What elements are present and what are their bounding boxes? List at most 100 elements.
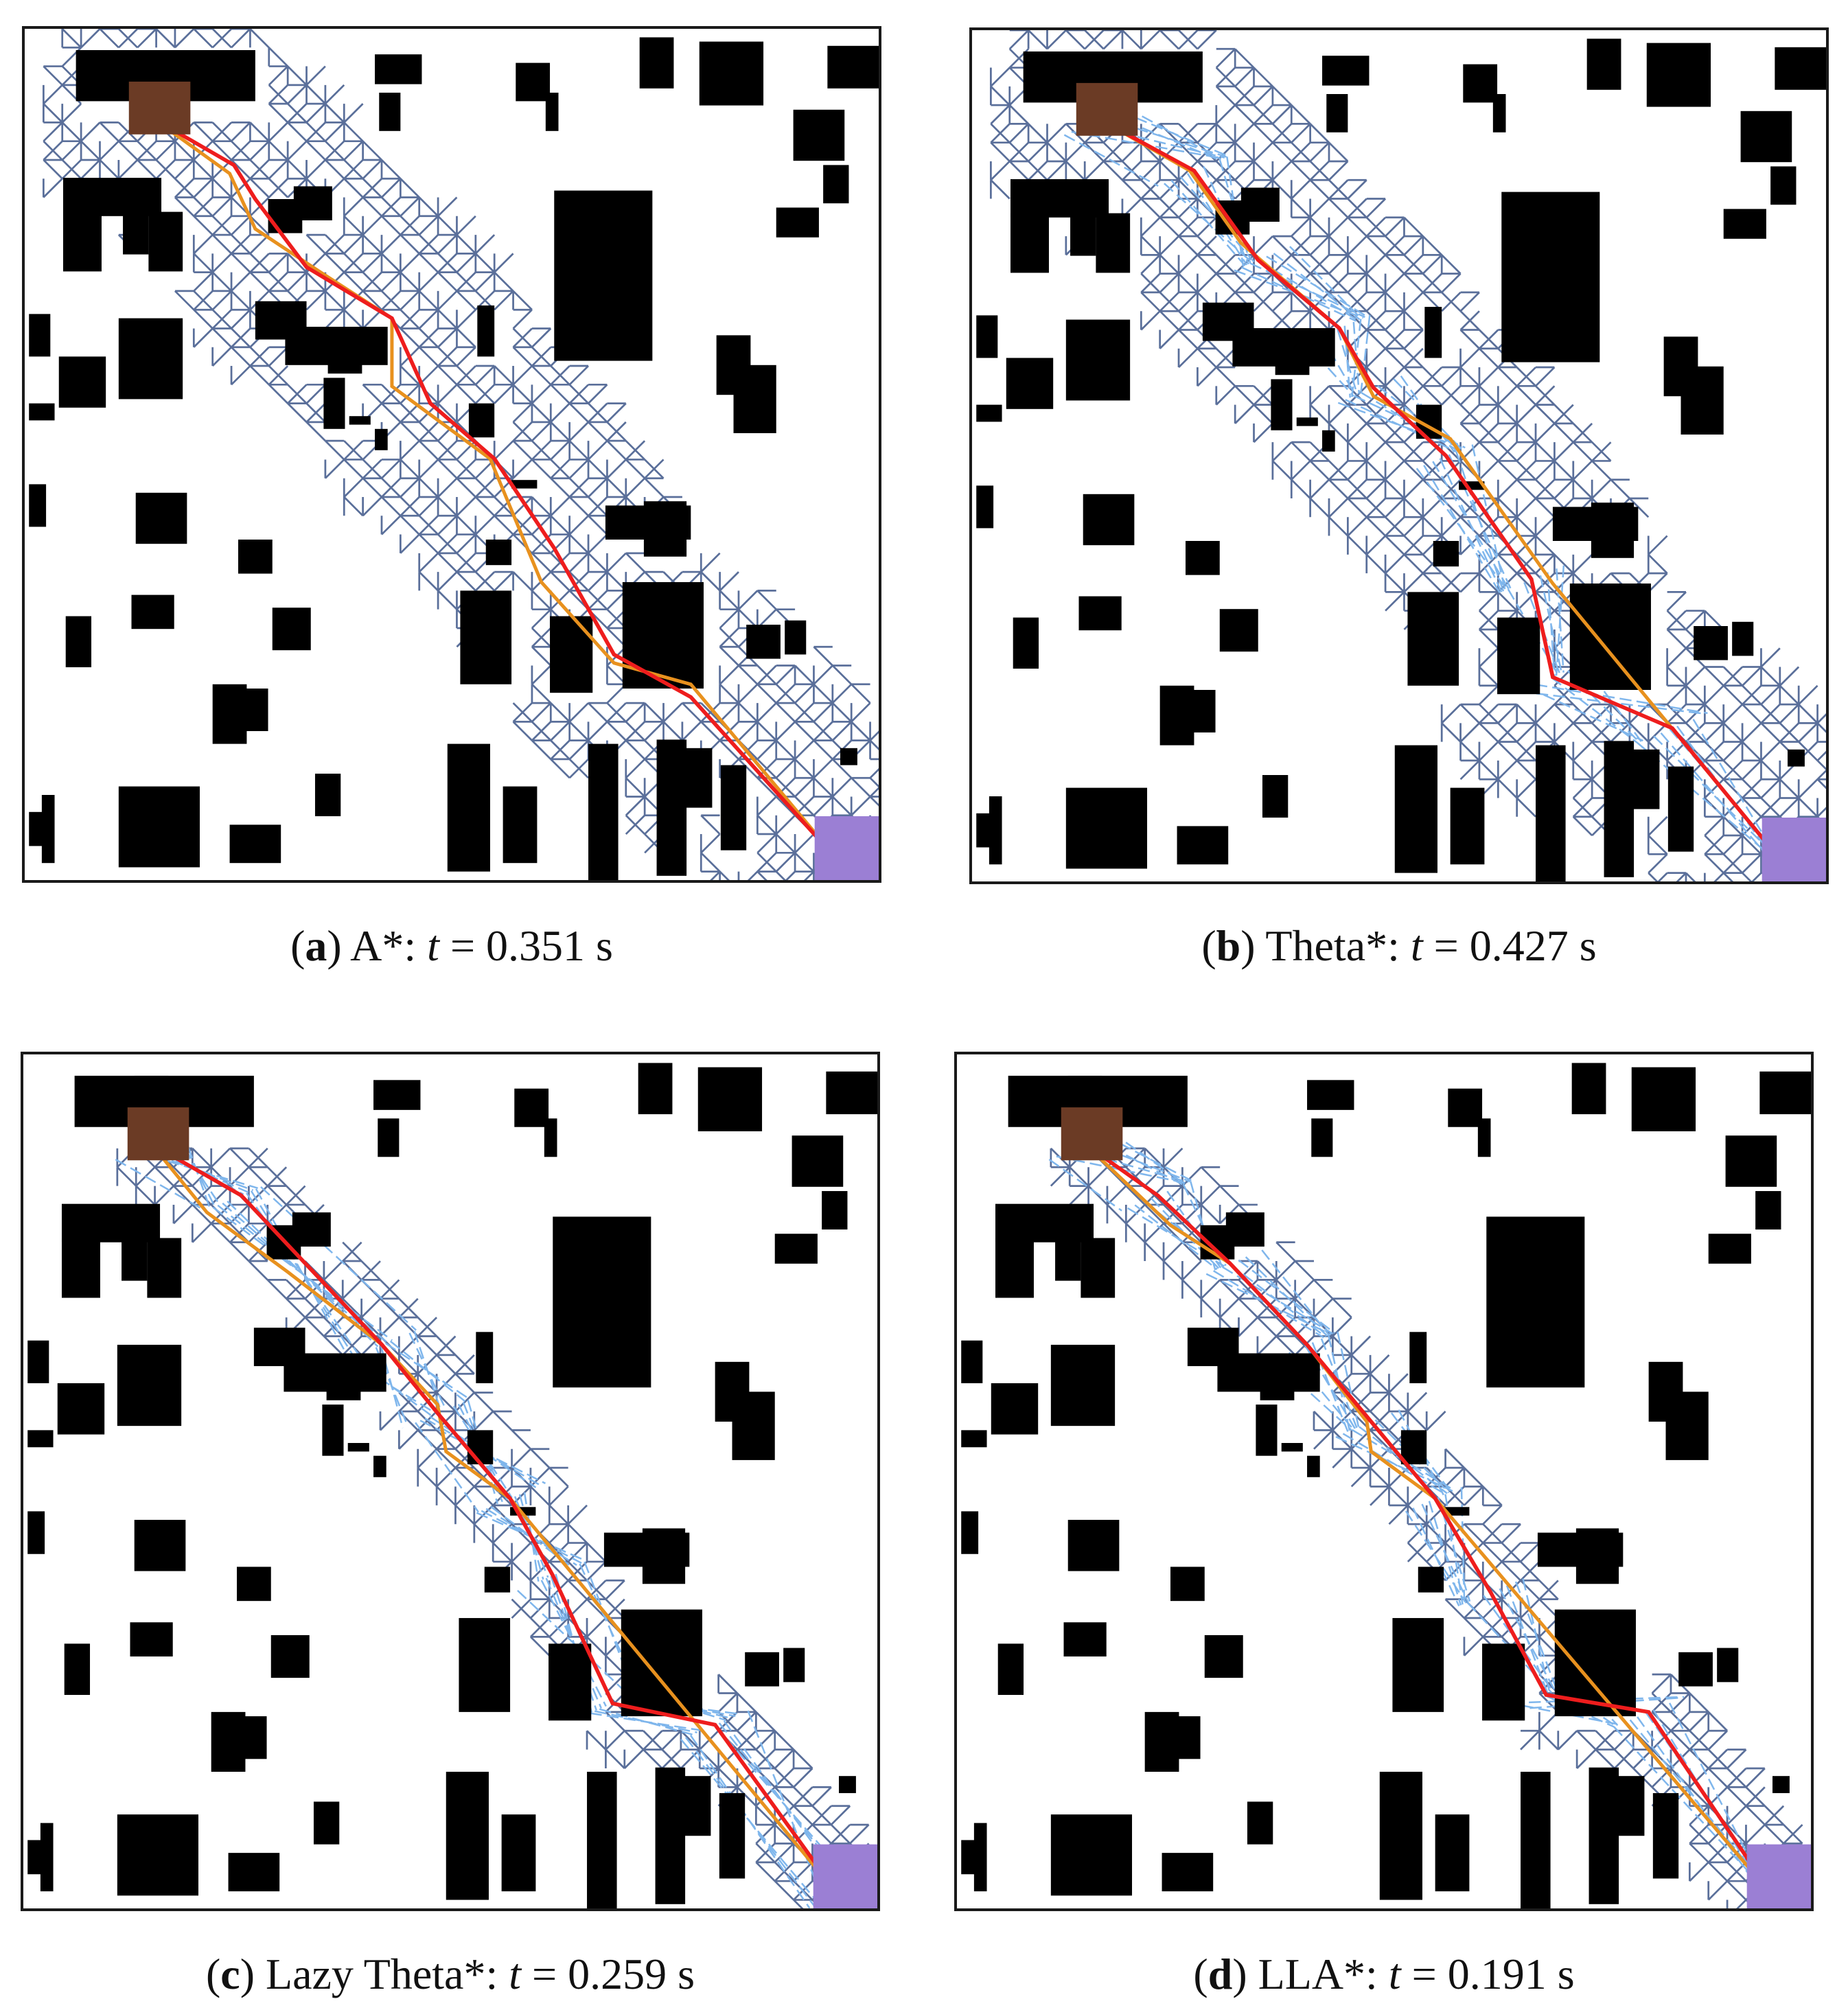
explored-edge (456, 346, 476, 367)
explored-edge (1591, 722, 1612, 743)
explored-edge (286, 65, 308, 86)
obstacle (1296, 417, 1318, 426)
explored-edge (1121, 30, 1142, 50)
explored-edge (454, 1486, 475, 1506)
obstacle (826, 1071, 877, 1115)
explored-edge (512, 365, 533, 386)
explored-edge (1666, 628, 1687, 649)
explored-edge (1704, 741, 1724, 761)
explored-edge (1422, 253, 1443, 275)
explored-edge (305, 421, 326, 442)
explored-edge (399, 440, 420, 461)
explored-edge (1478, 460, 1499, 481)
explored-edge (249, 159, 270, 180)
explored-edge (849, 1823, 870, 1845)
obstacle (131, 594, 174, 629)
explored-edge (1651, 1673, 1672, 1694)
explored-edge (1385, 216, 1405, 238)
obstacle (373, 1455, 386, 1477)
explored-edge (1403, 498, 1424, 518)
explored-edge (1403, 291, 1424, 312)
obstacle (961, 1840, 979, 1875)
explored-edge (1215, 160, 1236, 181)
explored-edge (305, 290, 326, 311)
obstacle (228, 1853, 280, 1892)
obstacle (211, 1711, 246, 1772)
explored-edge (1497, 366, 1518, 387)
explored-edge (1722, 872, 1743, 881)
explored-edge (324, 122, 345, 142)
explored-edge (587, 552, 608, 573)
obstacle (117, 1814, 199, 1896)
obstacle (1569, 584, 1651, 690)
explored-edge (1689, 1748, 1709, 1769)
explored-edge (1309, 198, 1330, 218)
explored-edge (1350, 1372, 1372, 1394)
explored-edge (1497, 385, 1518, 406)
explored-edge (286, 253, 308, 273)
explored-edge (813, 739, 833, 760)
explored-edge (588, 477, 608, 498)
explored-edge (1722, 834, 1744, 855)
explored-edge (1501, 1560, 1522, 1582)
explored-edge (362, 383, 382, 404)
explored-edge (1365, 254, 1387, 275)
explored-edge (474, 271, 496, 292)
explored-edge (531, 552, 552, 573)
obstacle (1482, 1643, 1525, 1721)
explored-edge (1742, 872, 1762, 881)
explored-edge (1783, 1824, 1803, 1845)
explored-edge (287, 122, 308, 142)
explored-edge (1178, 30, 1199, 50)
explored-edge (1365, 553, 1387, 575)
explored-edge (1534, 422, 1556, 443)
explored-edge (794, 702, 815, 723)
explored-edge (343, 440, 364, 461)
explored-edge (1520, 1729, 1540, 1751)
explored-edge (1576, 1729, 1597, 1751)
explored-edge (719, 627, 739, 648)
explored-edge (1595, 1748, 1615, 1769)
explored-edge (1253, 235, 1273, 256)
explored-edge (193, 290, 213, 311)
explored-edge (174, 140, 195, 161)
explored-edge (548, 1486, 569, 1506)
explored-edge (756, 814, 777, 835)
explored-edge (493, 440, 514, 461)
explored-edge (529, 1580, 551, 1600)
explored-edge (1703, 704, 1724, 724)
explored-edge (268, 47, 289, 67)
explored-edge (473, 1486, 494, 1506)
explored-edge (1440, 722, 1462, 743)
explored-edge (1441, 385, 1462, 406)
explored-edge (1554, 703, 1574, 724)
explored-edge (662, 702, 683, 723)
obstacle (117, 1344, 182, 1426)
visibility-edge (1547, 572, 1556, 677)
explored-edge (756, 852, 777, 873)
explored-edge (625, 459, 646, 479)
explored-edge (813, 645, 833, 667)
obstacle (379, 93, 401, 131)
explored-edge (1554, 422, 1574, 443)
explored-edge (381, 402, 402, 423)
explored-edge (1742, 759, 1762, 781)
explored-edge (1742, 778, 1762, 799)
goal-square-icon (813, 1844, 877, 1908)
explored-edge (1197, 30, 1217, 50)
explored-edge (1407, 1523, 1428, 1544)
explored-edge (1501, 1542, 1522, 1562)
explored-edge (1726, 1880, 1747, 1901)
explored-edge (1628, 497, 1650, 518)
explored-edge (1365, 310, 1387, 331)
explored-edge (1140, 253, 1161, 275)
explored-edge (1722, 759, 1744, 781)
obstacle (1646, 43, 1711, 107)
explored-edge (437, 271, 458, 292)
explored-edge (1704, 759, 1724, 781)
obstacle (961, 1511, 979, 1554)
obstacle (476, 1332, 494, 1383)
obstacle (1400, 1430, 1427, 1465)
explored-edge (324, 290, 345, 311)
explored-edge (492, 1504, 513, 1525)
